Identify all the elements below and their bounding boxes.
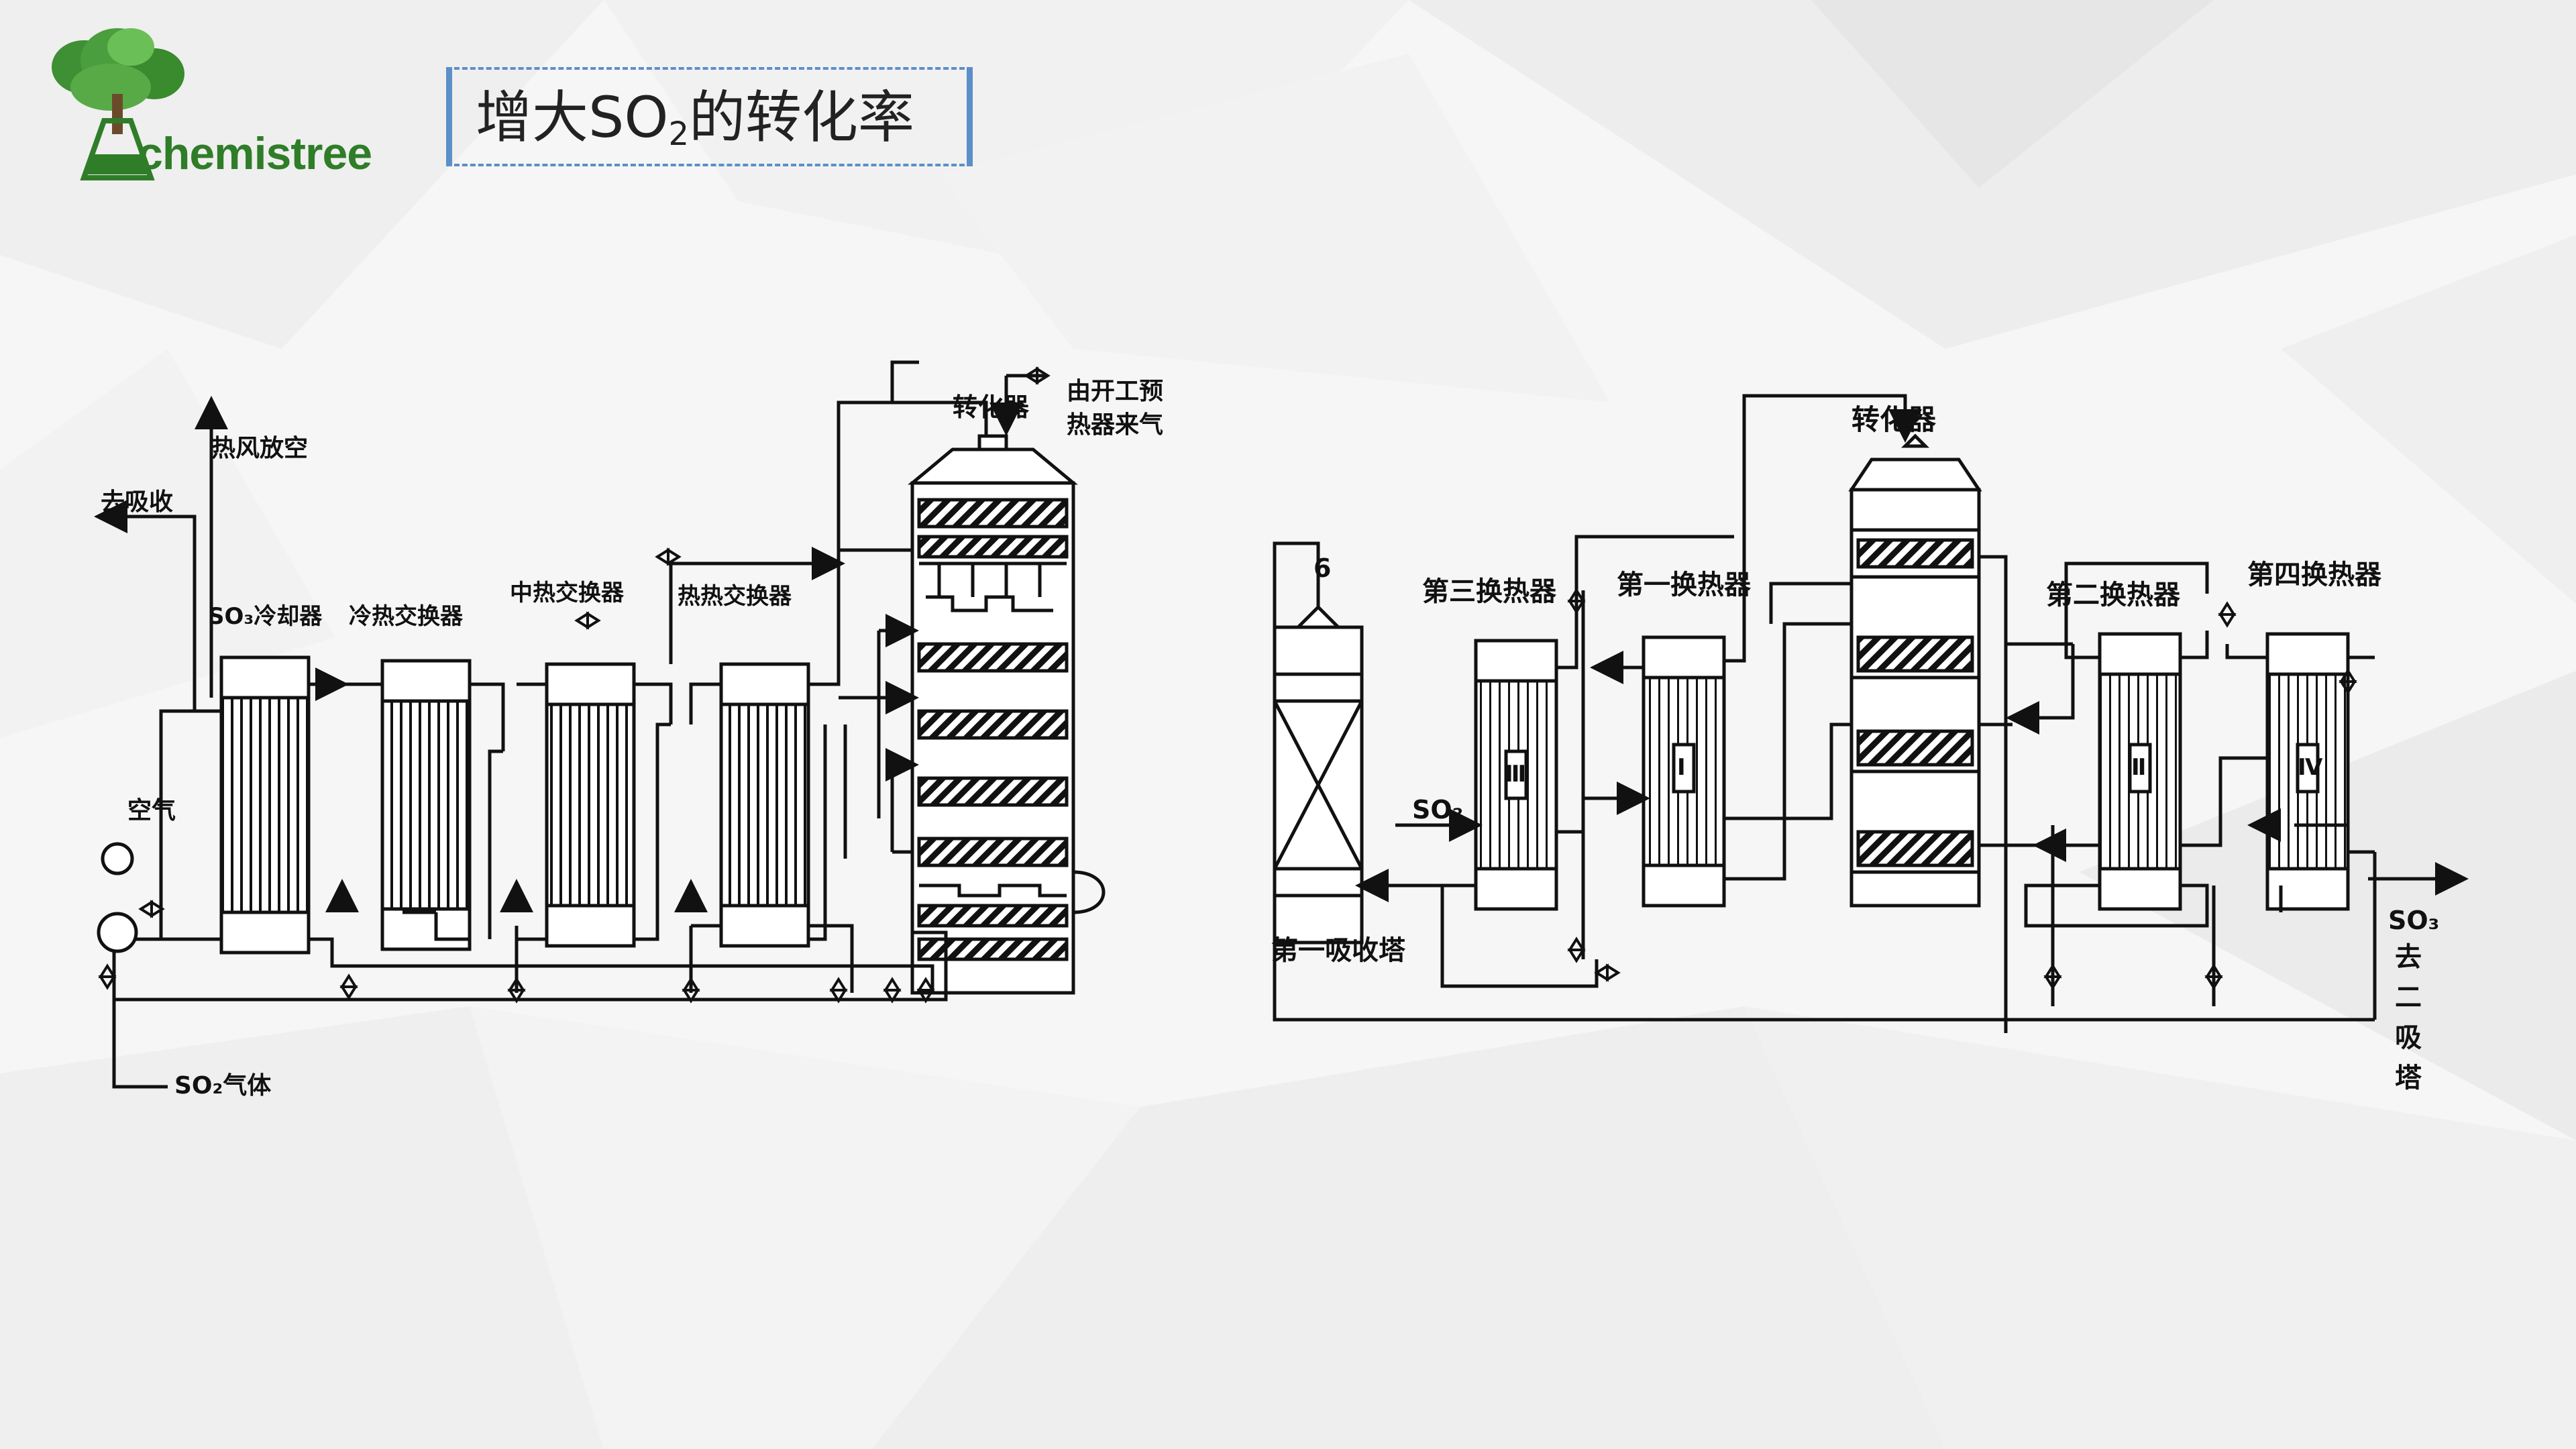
right-exchanger-4 <box>2265 632 2350 911</box>
left-cold-exchanger <box>380 659 472 951</box>
right-label-to-second-3: 吸 <box>2395 1022 2422 1053</box>
left-converter-tower <box>908 434 1106 995</box>
left-label-hot-exchanger: 热热交换器 <box>678 583 792 610</box>
title-main: 增大SO <box>476 85 669 150</box>
left-label-mid-exchanger: 中热交换器 <box>510 580 625 606</box>
right-label-roman-4: Ⅳ <box>2298 754 2323 781</box>
left-mid-exchanger <box>545 662 636 948</box>
right-label-fourth-exchanger: 第四换热器 <box>2247 559 2382 590</box>
right-label-roman-2: Ⅱ <box>2131 754 2146 781</box>
right-label-so2: SO₂ <box>1412 795 1463 824</box>
chemistree-logo: chemistree <box>37 20 399 181</box>
right-label-to-second-2: 二 <box>2395 982 2422 1013</box>
left-so3-cooler <box>219 655 311 955</box>
right-converter-tower <box>1848 433 1982 908</box>
right-exchanger-1 <box>1642 635 1726 908</box>
right-label-third-exchanger: 第三换热器 <box>1422 576 1557 607</box>
right-label-so3-out: SO₃ <box>2388 906 2439 935</box>
slide-title: 增大SO2的转化率 <box>476 87 914 164</box>
right-label-second-exchanger: 第二换热器 <box>2046 580 2181 610</box>
title-subscript: 2 <box>668 115 689 153</box>
right-valves <box>1567 588 2357 990</box>
so2-blower-icon <box>97 912 138 953</box>
left-label-so2-gas: SO₂气体 <box>174 1072 271 1099</box>
logo-text: chemistree <box>138 128 372 179</box>
right-label-tower-number: 6 <box>1313 553 1331 583</box>
left-hot-exchanger <box>719 662 810 948</box>
left-label-cold-exchanger: 冷热交换器 <box>349 603 464 630</box>
right-process-diagram: 6 转化器 第三换热器 第一换热器 第二换热器 第四换热器 Ⅲ Ⅰ Ⅱ Ⅳ SO… <box>1271 394 2469 1093</box>
right-exchanger-3 <box>1474 639 1558 911</box>
left-label-startup-1: 由开工预 <box>1067 378 1163 405</box>
right-label-first-exchanger: 第一换热器 <box>1617 570 1752 600</box>
tree-flask-icon <box>52 28 184 180</box>
slide-title-box: 增大SO2的转化率 <box>446 67 973 166</box>
left-label-so3-cooler: SO₃冷却器 <box>208 603 323 630</box>
right-label-to-second-1: 去 <box>2395 942 2422 973</box>
right-label-to-second-4: 塔 <box>2395 1063 2422 1093</box>
right-label-roman-3: Ⅲ <box>1505 761 1526 788</box>
left-valves <box>98 366 1051 1004</box>
left-process-diagram: 转化器 由开工预 热器来气 热风放空 去吸收 SO₃冷却器 冷热交换器 中热交换… <box>94 360 1163 1099</box>
right-label-first-absorption-tower: 第一吸收塔 <box>1271 935 1406 966</box>
left-label-air: 空气 <box>127 797 176 824</box>
title-rest: 的转化率 <box>689 85 915 150</box>
left-label-startup-2: 热器来气 <box>1067 411 1163 439</box>
left-label-hot-air-vent: 热风放空 <box>211 435 308 462</box>
right-piping <box>1273 394 2469 1033</box>
air-blower-icon <box>101 842 134 875</box>
right-absorption-tower <box>1273 604 1364 945</box>
right-label-roman-1: Ⅰ <box>1677 754 1686 781</box>
left-label-converter: 转化器 <box>953 392 1030 422</box>
right-label-converter: 转化器 <box>1851 403 1937 436</box>
left-label-to-absorption: 去吸收 <box>101 488 173 516</box>
right-exchanger-2 <box>2098 632 2182 911</box>
